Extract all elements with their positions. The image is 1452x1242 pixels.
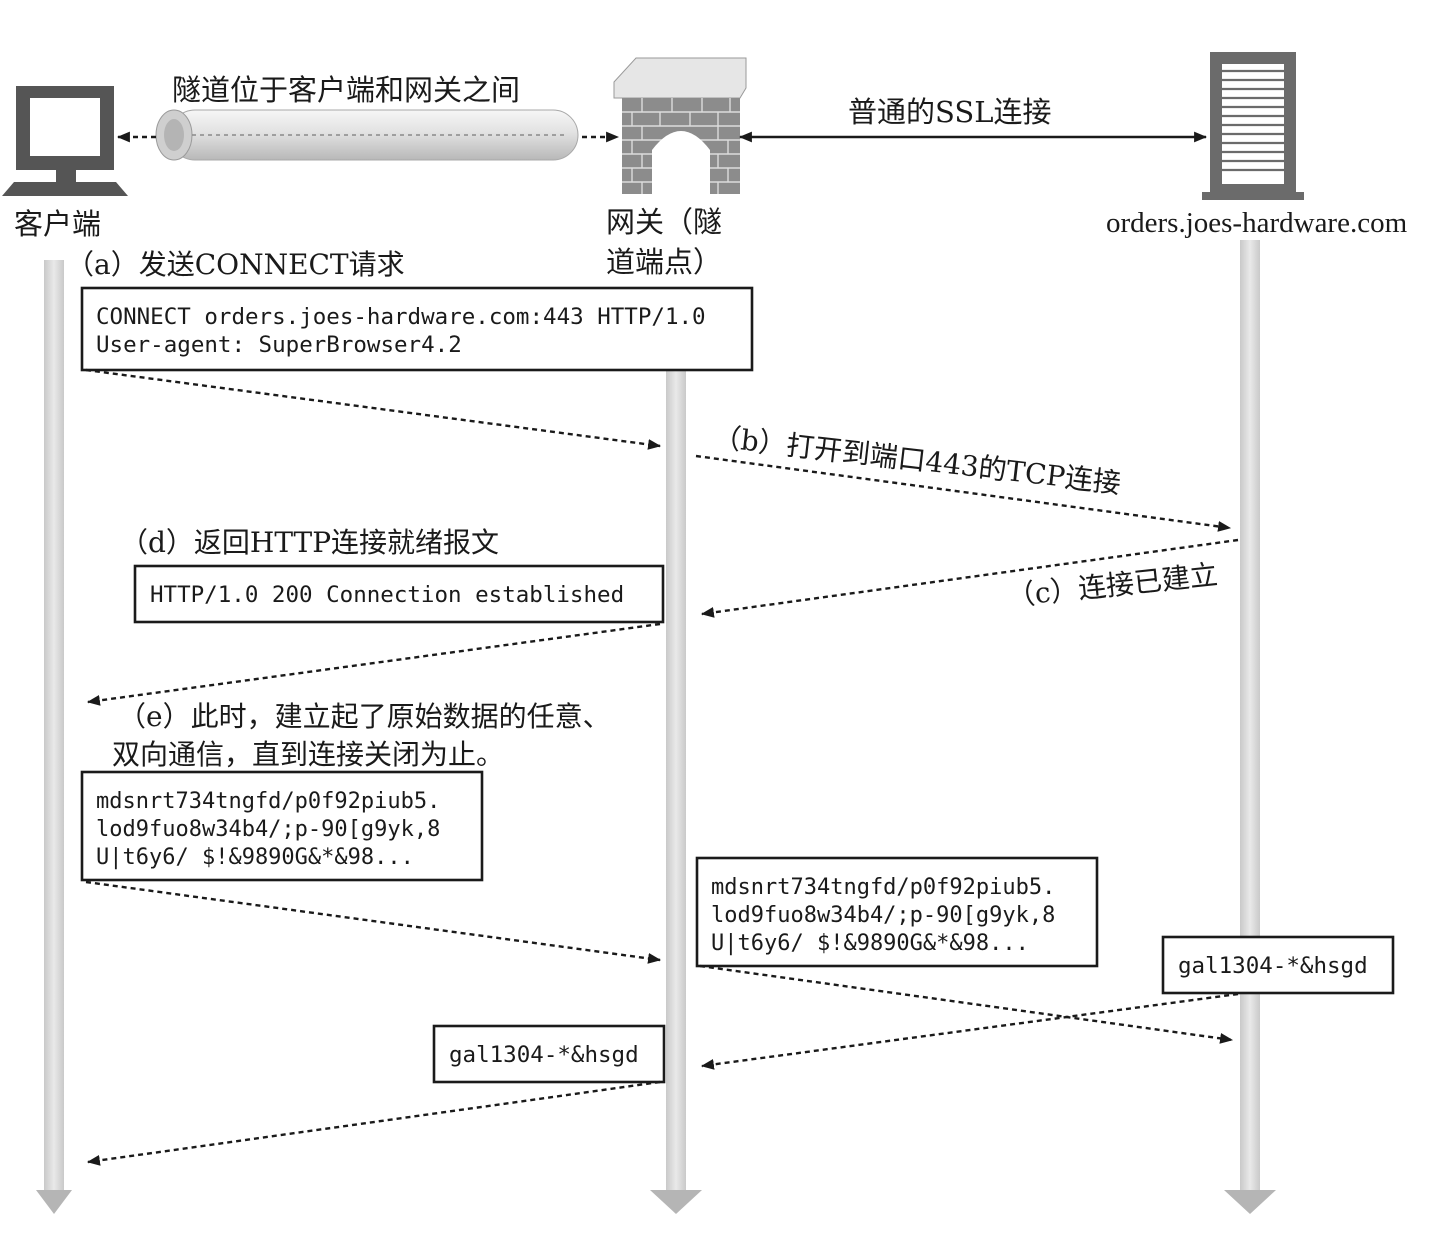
arrow-connect-request (85, 368, 662, 450)
lifeline-gateway (650, 340, 702, 1214)
computer-monitor-icon (2, 86, 128, 196)
client-label: 客户端 (14, 207, 101, 241)
tunnel-tube (155, 109, 579, 161)
arrow-raw-data-to-gateway (85, 880, 662, 964)
gateway-label-line1: 网关（隧 (606, 205, 722, 239)
arrow-reply-to-client (86, 1080, 661, 1166)
reply-gateway-text: gal1304-*&hsgd (449, 1042, 639, 1068)
step-c-label: （c）连接已建立 (1005, 558, 1219, 613)
raw-data-gateway-line3: U|t6y6/ $!&9890G&*&98... (711, 931, 1029, 956)
reply-gateway-box (432, 1024, 666, 1084)
raw-data-client-box (80, 770, 484, 882)
connect-request-line2: User-agent: SuperBrowser4.2 (96, 332, 462, 358)
arrow-reply-to-gateway (700, 992, 1239, 1070)
raw-data-gateway-line1: mdsnrt734tngfd/p0f92piub5. (711, 875, 1055, 900)
reply-server-box (1161, 935, 1395, 995)
tunnel-label: 隧道位于客户端和网关之间 (172, 73, 520, 107)
raw-data-client-line2: lod9fuo8w34b4/;p-90[g9yk,8 (96, 817, 440, 842)
ssl-label: 普通的SSL连接 (848, 95, 1051, 129)
connect-request-line1: CONNECT orders.joes-hardware.com:443 HTT… (96, 304, 706, 330)
gateway-label-line2: 道端点） (606, 245, 722, 279)
step-e-label-line1: （e）此时，建立起了原始数据的任意、 (118, 700, 611, 733)
reply-server-text: gal1304-*&hsgd (1178, 953, 1368, 979)
established-text: HTTP/1.0 200 Connection established (150, 582, 624, 608)
lifeline-server (1224, 240, 1276, 1214)
step-b-label: （b）打开到端口443的TCP连接 (711, 420, 1122, 500)
lifeline-client (36, 260, 72, 1214)
server-label: orders.joes-hardware.com (1106, 207, 1408, 239)
raw-data-gateway-box (695, 856, 1099, 968)
server-tower-icon (1202, 52, 1304, 200)
arrow-raw-data-to-server (699, 964, 1234, 1044)
arrow-connection-established (700, 538, 1239, 618)
brick-gateway-icon (613, 57, 747, 194)
established-box (133, 564, 665, 624)
step-d-label: （d）返回HTTP连接就绪报文 (120, 526, 499, 559)
raw-data-gateway-line2: lod9fuo8w34b4/;p-90[g9yk,8 (711, 903, 1055, 928)
raw-data-client-line1: mdsnrt734tngfd/p0f92piub5. (96, 789, 440, 814)
connect-request-box (80, 286, 754, 372)
step-e-label-line2: 双向通信，直到连接关闭为止。 (112, 738, 504, 771)
arrow-established-to-client (86, 622, 661, 706)
step-a-label: （a）发送CONNECT请求 (66, 248, 405, 281)
raw-data-client-line3: U|t6y6/ $!&9890G&*&98... (96, 845, 414, 870)
